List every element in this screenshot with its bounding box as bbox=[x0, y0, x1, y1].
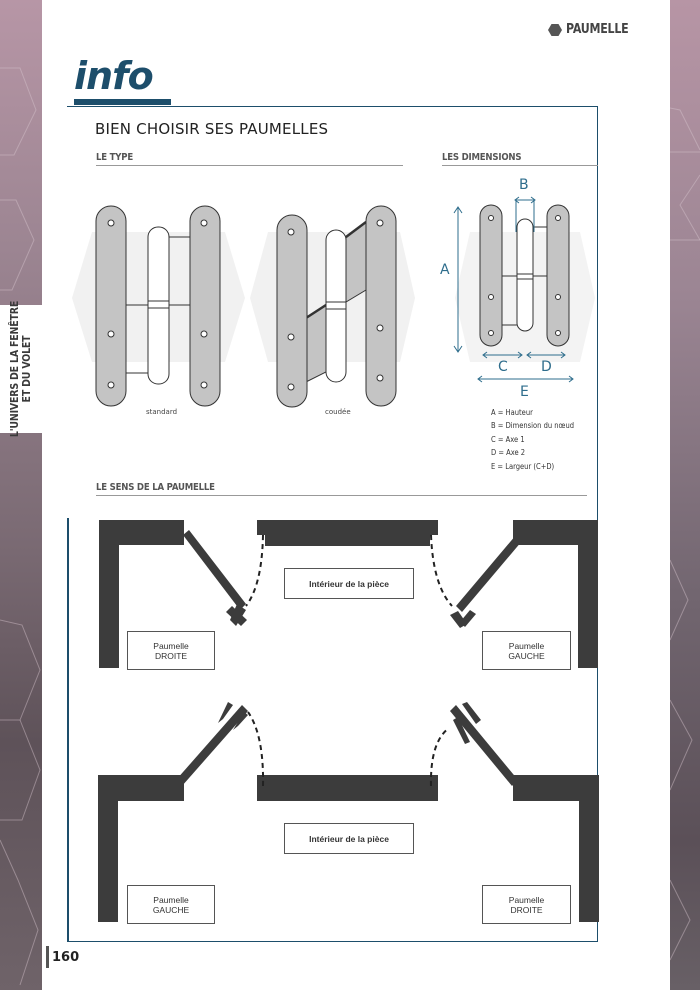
dim-label-c: C bbox=[498, 359, 508, 375]
standard-caption: standard bbox=[146, 408, 178, 416]
category-badge: PAUMELLE bbox=[548, 22, 639, 37]
door-swing-arc bbox=[245, 534, 264, 607]
dimension-hinge-icon bbox=[479, 204, 570, 347]
dim-label-d: D bbox=[541, 359, 552, 375]
top-left-hinge-label: Paumelle DROITE bbox=[127, 631, 215, 670]
dimensions-heading: LES DIMENSIONS bbox=[442, 152, 598, 166]
right-decorative-band bbox=[670, 0, 700, 990]
legend-item: A = Hauteur bbox=[491, 408, 533, 417]
bottom-diagram-walls bbox=[98, 775, 599, 922]
hexagon-icon bbox=[548, 23, 562, 36]
legend-item: C = Axe 1 bbox=[491, 434, 525, 444]
section-title: BIEN CHOISIR SES PAUMELLES bbox=[95, 120, 329, 138]
page-number: 160 bbox=[46, 946, 79, 968]
bottom-right-hinge-label: Paumelle DROITE bbox=[482, 885, 571, 924]
door-swing-arc bbox=[430, 534, 453, 607]
dim-label-b: B bbox=[519, 177, 529, 193]
legend-item: B = Dimension du nœud bbox=[491, 421, 575, 431]
top-right-hinge-label: Paumelle GAUCHE bbox=[482, 631, 571, 670]
legend-item: E = Largeur (C+D) bbox=[491, 461, 555, 471]
hexagon-pattern-icon bbox=[670, 107, 700, 961]
bottom-interior-label: Intérieur de la pièce bbox=[284, 823, 414, 854]
door-leaf-icon bbox=[450, 535, 522, 628]
door-leaf-icon bbox=[176, 702, 248, 786]
door-swing-arc bbox=[247, 711, 265, 787]
dimension-arrows bbox=[453, 196, 574, 383]
door-leaf-icon bbox=[183, 530, 247, 626]
content-frame-left-edge bbox=[67, 518, 69, 942]
legend-item: D = Axe 2 bbox=[491, 448, 526, 458]
cranked-caption: coudée bbox=[325, 408, 351, 416]
page-number-bar bbox=[46, 946, 49, 968]
dimensions-legend: A = Hauteur B = Dimension du nœud C = Ax… bbox=[491, 406, 574, 473]
standard-hinge-icon bbox=[95, 205, 221, 407]
left-decorative-band bbox=[0, 0, 42, 990]
category-label: PAUMELLE bbox=[566, 22, 629, 37]
dim-label-e: E bbox=[520, 384, 529, 400]
door-leaf-icon bbox=[450, 702, 518, 786]
side-tab bbox=[0, 305, 42, 433]
top-diagram-walls bbox=[99, 520, 598, 668]
type-heading: LE TYPE bbox=[96, 152, 403, 166]
info-title: info bbox=[74, 54, 154, 98]
top-interior-label: Intérieur de la pièce bbox=[284, 568, 414, 599]
door-swing-arc bbox=[429, 727, 450, 787]
direction-heading: LE SENS DE LA PAUMELLE bbox=[96, 482, 587, 496]
bottom-left-hinge-label: Paumelle GAUCHE bbox=[127, 885, 215, 924]
cranked-hinge-icon bbox=[276, 205, 397, 408]
hexagon-pattern-icon bbox=[0, 67, 41, 986]
dim-label-a: A bbox=[440, 262, 450, 278]
info-title-underline bbox=[74, 99, 171, 105]
